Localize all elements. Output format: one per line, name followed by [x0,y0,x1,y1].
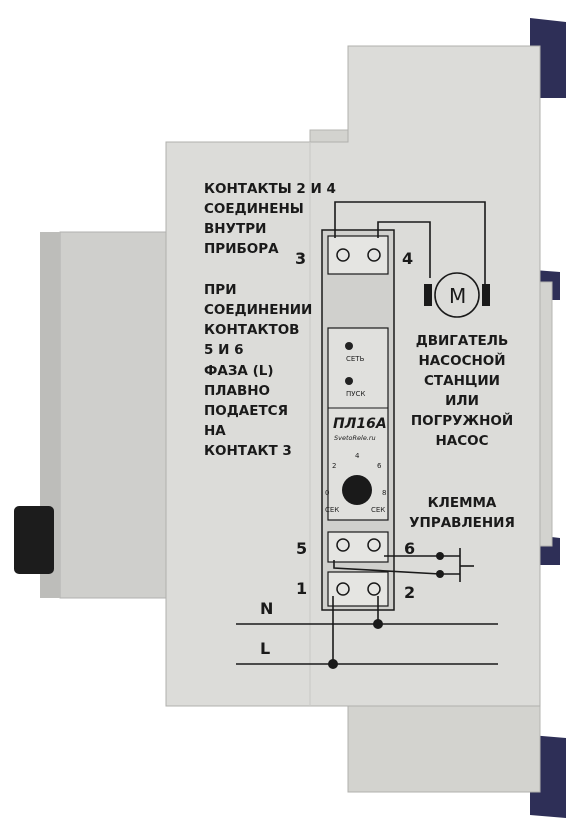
dial-tick-6: 6 [377,462,382,470]
note-contacts-line-3: ВНУТРИ [204,221,266,237]
note-control-terminal: КЛЕММА УПРАВЛЕНИЯ [409,495,515,531]
screw-4 [367,248,381,262]
note-contacts-2-4: КОНТАКТЫ 2 И 4 СОЕДИНЕНЫ ВНУТРИ ПРИБОРА [204,181,336,257]
site-label: SvetoRele.ru [334,434,376,442]
junction-l [328,659,338,669]
screw-2 [367,582,381,596]
note-contacts-line-4: ПРИБОРА [204,241,279,257]
motor-right-cap [482,284,490,306]
motor-circle [434,272,480,318]
dial-unit-left: СЕК [325,506,339,514]
led-power [345,342,353,350]
motor-symbol: M [424,272,490,318]
terminal-label-1: 1 [296,579,307,598]
motor-left-cap [424,284,432,306]
housing-left-side [59,231,169,599]
dial-tick-4: 4 [355,452,360,460]
terminal-label-6: 6 [404,539,415,558]
note-motor-line-4: ИЛИ [445,393,479,409]
note-motor-line-2: НАСОСНОЙ [418,352,505,369]
note-motor-line-1: ДВИГАТЕЛЬ [416,333,509,349]
note-connection-line-2: СОЕДИНЕНИИ [204,302,312,318]
note-motor-line-6: НАСОС [435,433,488,449]
dial-tick-8: 8 [382,489,386,497]
line-label-n: N [260,599,273,618]
screw-5 [336,538,350,552]
terminal-label-5: 5 [296,539,307,558]
junction-5 [436,570,444,578]
note-connection-line-6: ПЛАВНО [204,383,270,399]
timer-dial [342,475,372,505]
terminal-label-3: 3 [295,249,306,268]
wiring [236,201,498,665]
wire-5-switch [333,560,460,575]
led-start [345,377,353,385]
note-control-line-1: КЛЕММА [428,495,497,511]
note-connection-line-1: ПРИ [204,282,237,298]
model-label: ПЛ16А [333,416,387,432]
junction-6 [436,552,444,560]
screw-6 [367,538,381,552]
note-motor-line-3: СТАНЦИИ [424,373,500,389]
terminal-label-4: 4 [402,249,413,268]
motor-label: M [449,284,466,308]
side-knob [14,506,54,574]
dial-tick-2: 2 [332,462,336,470]
screw-1 [336,582,350,596]
note-motor-line-5: ПОГРУЖНОЙ [411,412,513,429]
wire-4-motor [377,221,431,278]
note-control-line-2: УПРАВЛЕНИЯ [409,515,515,531]
led-power-label: СЕТЬ [346,355,365,363]
terminal-label-2: 2 [404,583,415,602]
led-start-label: ПУСК [346,390,365,398]
junction-n [373,619,383,629]
note-connection-line-9: КОНТАКТ 3 [204,443,292,459]
screw-3 [336,248,350,262]
dial-tick-0: 0 [325,489,329,497]
line-label-l: L [260,639,270,658]
note-contacts-line-1: КОНТАКТЫ 2 И 4 [204,181,336,197]
device-module: СЕТЬ ПУСК ПЛ16А SvetoRele.ru 0 2 4 6 8 С… [321,229,395,611]
note-connection-line-4: 5 И 6 [204,342,244,358]
dial-unit-right: СЕК [371,506,385,514]
note-connection-line-7: ПОДАЕТСЯ [204,403,288,419]
wire-3-motor [334,201,486,290]
junction-dots [328,552,444,669]
note-motor: ДВИГАТЕЛЬ НАСОСНОЙ СТАНЦИИ ИЛИ ПОГРУЖНОЙ… [411,333,513,449]
note-connection-line-3: КОНТАКТОВ [204,322,299,338]
note-connection-line-8: НА [204,423,226,439]
note-connection: ПРИ СОЕДИНЕНИИ КОНТАКТОВ 5 И 6 ФАЗА (L) … [204,282,312,459]
note-connection-line-5: ФАЗА (L) [204,363,274,379]
note-contacts-line-2: СОЕДИНЕНЫ [204,201,304,217]
